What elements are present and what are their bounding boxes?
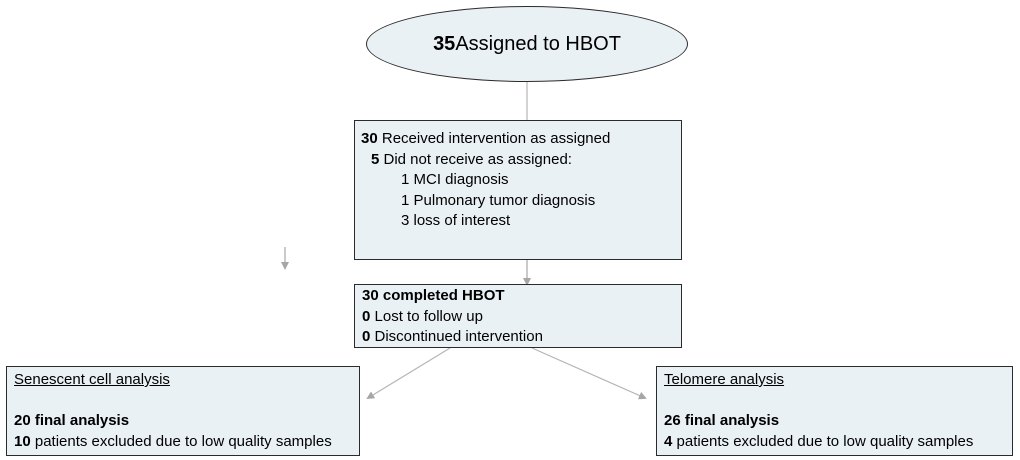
discontinued-line: 0 Discontinued intervention — [362, 327, 674, 348]
received-line: 30 Received intervention as assigned — [361, 129, 675, 150]
senescent-excluded-count: 10 — [14, 432, 31, 450]
telomere-excluded-line: 4 patients excluded due to low quality s… — [664, 432, 1005, 453]
assigned-oval: 35 Assigned to HBOT — [366, 6, 688, 82]
not-received-line: 5 Did not receive as assigned: — [361, 150, 675, 171]
lost-line: 0 Lost to follow up — [362, 307, 674, 328]
assigned-count: 35 — [433, 32, 456, 55]
telomere-box: Telomere analysis 26 final analysis 4 pa… — [656, 366, 1013, 456]
senescent-excluded-label: patients excluded due to low quality sam… — [30, 432, 332, 450]
senescent-final: 20 final analysis — [14, 412, 130, 429]
reason-item: 1 MCI diagnosis — [401, 171, 509, 188]
telomere-final: 26 final analysis — [664, 412, 780, 429]
intervention-box: 30 Received intervention as assigned 5 D… — [354, 120, 682, 260]
received-count: 30 — [361, 130, 378, 147]
telomere-excluded-count: 4 — [664, 432, 673, 450]
telomere-heading: Telomere analysis — [664, 371, 785, 388]
senescent-excluded-line: 10 patients excluded due to low quality … — [14, 432, 352, 453]
reason-item: 3 loss of interest — [401, 212, 511, 229]
senescent-box: Senescent cell analysis 20 final analysi… — [6, 366, 360, 456]
not-received-label: Did not receive as assigned: — [379, 150, 572, 168]
not-received-count: 5 — [371, 150, 380, 168]
senescent-heading: Senescent cell analysis — [14, 371, 170, 388]
telomere-excluded-label: patients excluded due to low quality sam… — [672, 432, 974, 450]
reason-item: 1 Pulmonary tumor diagnosis — [401, 191, 596, 209]
completed-box: 30 completed HBOT 0 Lost to follow up 0 … — [354, 284, 682, 348]
discontinued-count: 0 — [362, 328, 371, 345]
received-label: Received intervention as assigned — [377, 130, 611, 147]
arrow-to-telomere — [531, 347, 647, 400]
lost-label: Lost to follow up — [370, 307, 483, 325]
completed-title: 30 completed HBOT — [362, 287, 505, 304]
lost-count: 0 — [362, 307, 371, 325]
discontinued-label: Discontinued intervention — [370, 328, 543, 345]
arrow-to-senescent — [366, 347, 451, 400]
assigned-label: Assigned to HBOT — [455, 32, 621, 55]
